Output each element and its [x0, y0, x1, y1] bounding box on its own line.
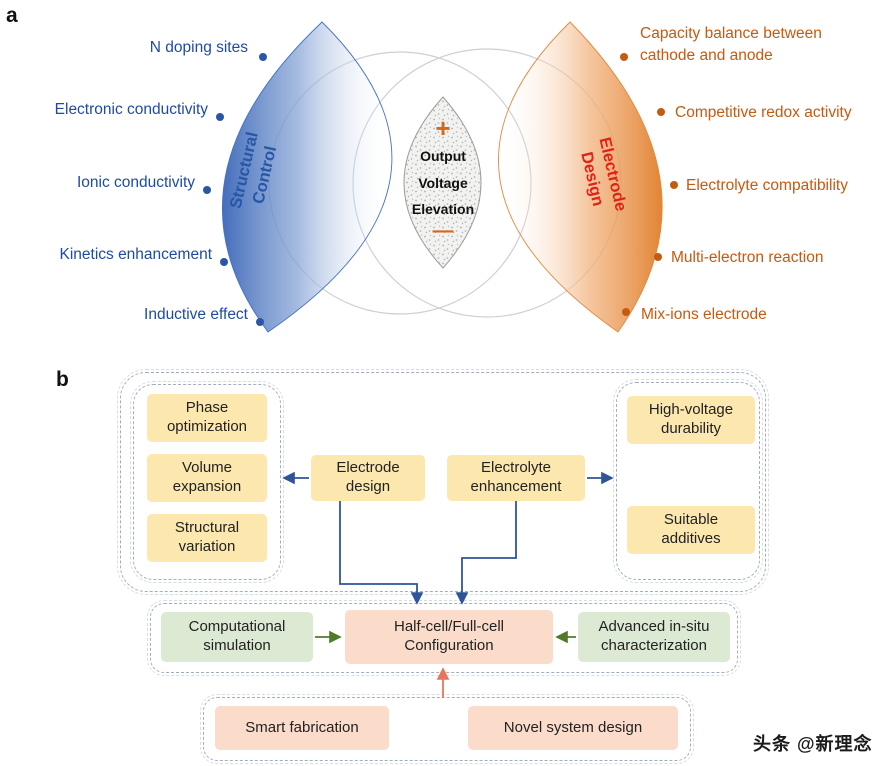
bullet-dot-orange-4: [622, 308, 630, 316]
bullet-dot-blue-4: [256, 318, 264, 326]
box-novel-system-design: Novel system design: [468, 706, 678, 750]
box-computational-simulation: Computational simulation: [161, 612, 313, 662]
label-inductive-effect: Inductive effect: [144, 306, 248, 323]
box-smart-fabrication: Smart fabrication: [215, 706, 389, 750]
bullet-dot-orange-3: [654, 253, 662, 261]
box-structural-variation: Structural variation: [147, 514, 267, 562]
structural-control-fan: [221, 21, 393, 333]
label-n-doping-sites: N doping sites: [149, 39, 248, 56]
center-lens: [403, 96, 482, 269]
bottom-row-container: [200, 694, 694, 764]
bullet-dot-blue-0: [259, 53, 267, 61]
bullet-dot-blue-1: [216, 113, 224, 121]
label-kinetics-enhancement: Kinetics enhancement: [59, 246, 212, 263]
bullet-dot-orange-0: [620, 53, 628, 61]
bullet-dot-blue-3: [220, 258, 228, 266]
left-column-container: [130, 381, 284, 583]
venn-diagram: [203, 21, 678, 333]
box-suitable-additives: Suitable additives: [627, 506, 755, 554]
box-volume-expansion: Volume expansion: [147, 454, 267, 502]
box-half-cell-configuration: Half-cell/Full-cell Configuration: [345, 610, 553, 664]
top-group-container: [117, 369, 769, 595]
bullet-dot-orange-1: [657, 108, 665, 116]
electrode-design-fan: [498, 21, 663, 333]
center-text-voltage: Voltage: [418, 175, 468, 191]
box-electrode-design: Electrode design: [311, 455, 425, 501]
center-text-elevation: Elevation: [411, 201, 475, 217]
box-electrolyte-enhancement: Electrolyte enhancement: [447, 455, 585, 501]
label-capacity-balance: Capacity balance between cathode and ano…: [640, 25, 822, 65]
box-phase-optimization: Phase optimization: [147, 394, 267, 442]
center-text-output: Output: [420, 148, 466, 164]
label-electronic-conductivity: Electronic conductivity: [54, 101, 208, 118]
watermark: 头条 @新理念: [753, 734, 873, 754]
label-electrolyte-compatibility: Electrolyte compatibility: [686, 177, 848, 194]
label-multi-electron-reaction: Multi-electron reaction: [671, 249, 824, 266]
label-ionic-conductivity: Ionic conductivity: [76, 174, 195, 191]
panel-b-label: b: [56, 368, 69, 391]
label-mix-ions-electrode: Mix-ions electrode: [641, 306, 767, 323]
label-competitive-redox: Competitive redox activity: [675, 104, 852, 121]
bullet-dot-blue-2: [203, 186, 211, 194]
right-column-container: [613, 379, 763, 583]
plus-sign: +: [435, 113, 451, 143]
panel-a-label: a: [6, 4, 18, 27]
minus-sign: —: [432, 219, 454, 242]
box-advanced-insitu-characterization: Advanced in-situ characterization: [578, 612, 730, 662]
bullet-dot-orange-2: [670, 181, 678, 189]
box-high-voltage-durability: High-voltage durability: [627, 396, 755, 444]
